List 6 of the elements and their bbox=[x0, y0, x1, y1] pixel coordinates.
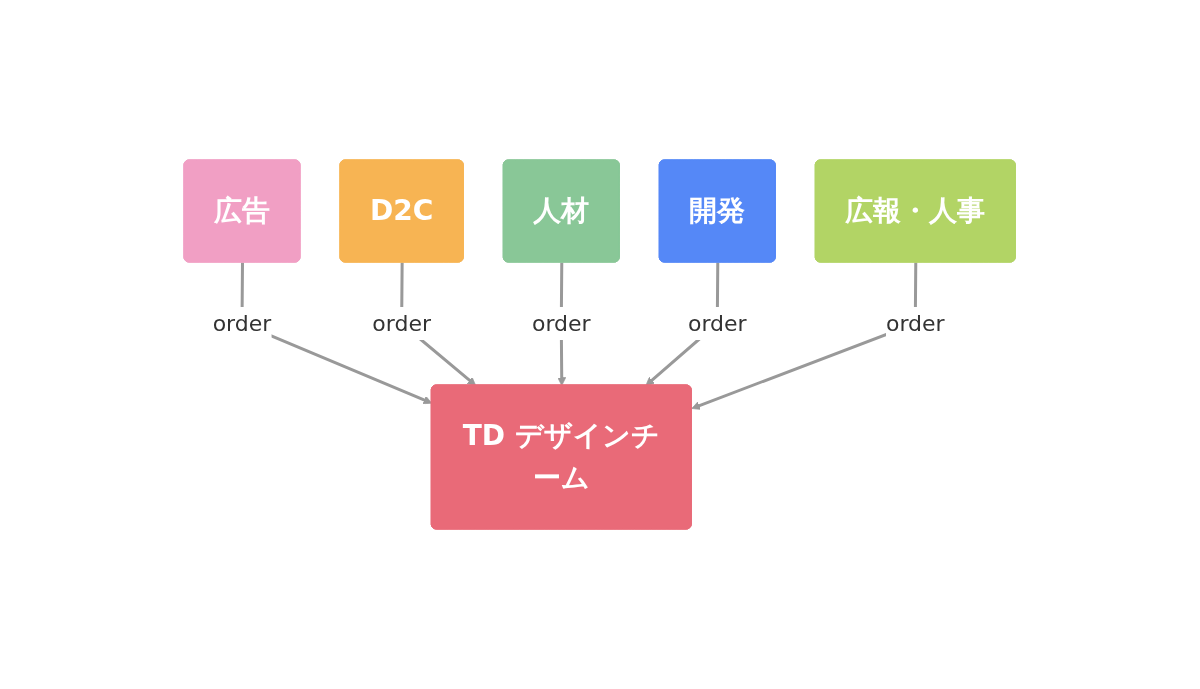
edge-label: order bbox=[688, 311, 747, 336]
edge-label: order bbox=[886, 311, 945, 336]
edge-label: order bbox=[213, 311, 272, 336]
edge-label: order bbox=[532, 311, 591, 336]
edge-label: order bbox=[372, 311, 432, 336]
arrow bbox=[240, 262, 433, 405]
